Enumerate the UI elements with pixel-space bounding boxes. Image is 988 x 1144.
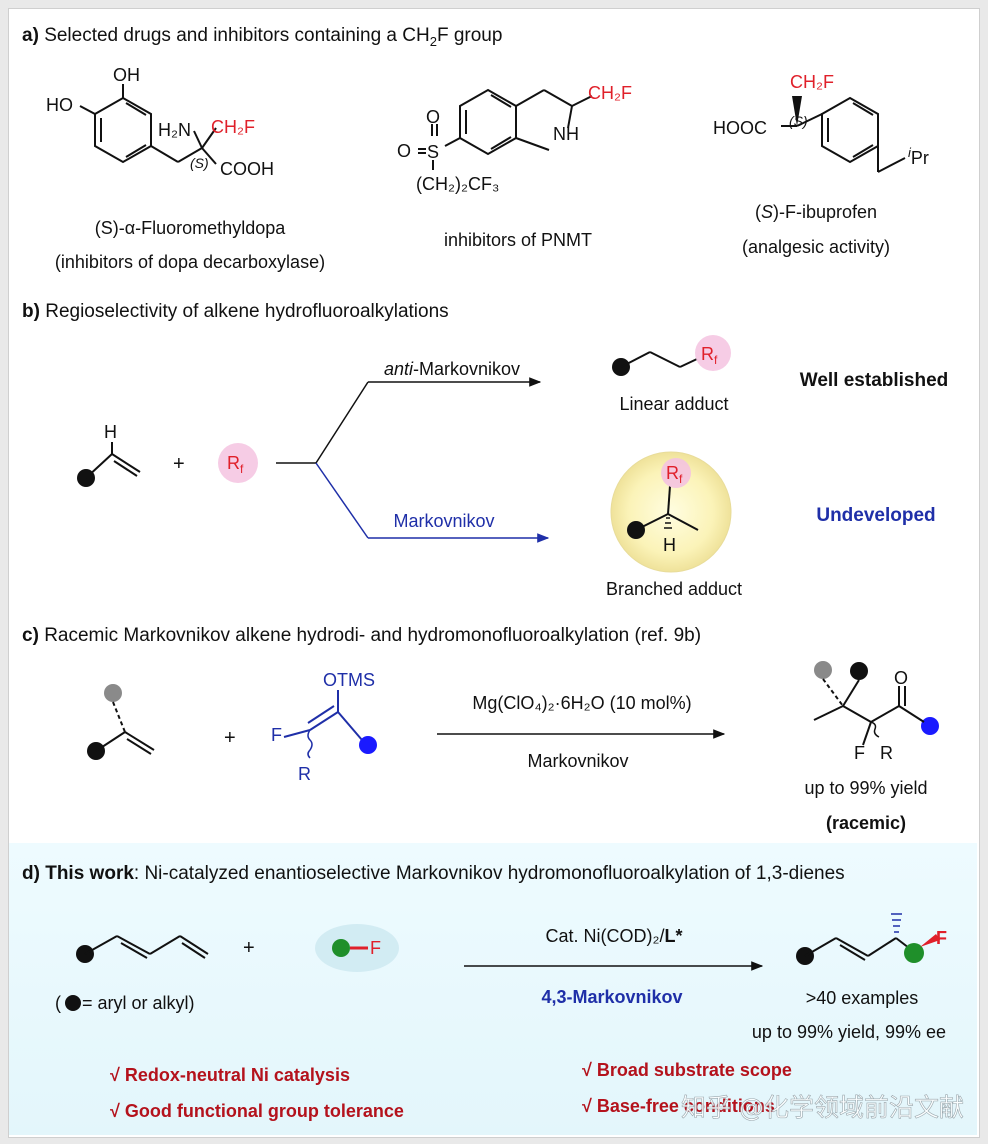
molecule-fluoromethyldopa xyxy=(79,84,217,165)
branched-h: H xyxy=(663,535,676,555)
well-established-label: Well established xyxy=(800,370,949,391)
hashed-bond xyxy=(664,517,672,529)
atom-cooh: COOH xyxy=(220,159,274,179)
atom-s: S xyxy=(427,142,439,162)
atom-h: H xyxy=(104,422,117,442)
c-f-wedge xyxy=(920,934,940,947)
diene-bonds xyxy=(84,935,209,959)
branched-rf-circle xyxy=(661,458,691,488)
mol3-sublabel: (analgesic activity) xyxy=(742,237,890,257)
panel-c: c) Racemic Markovnikov alkene hydrodi- a… xyxy=(22,625,939,833)
mol2-label: inhibitors of PNMT xyxy=(444,230,592,250)
linear-rf-circle xyxy=(695,335,731,371)
mol3-label: (S)-F-ibuprofen xyxy=(755,202,877,222)
atom-hooc: HOOC xyxy=(713,118,767,138)
check-substrate-scope: √ Broad substrate scope xyxy=(582,1060,792,1080)
legend-paren: ( xyxy=(55,993,61,1013)
plus-sign-d: + xyxy=(243,937,255,959)
panel-d-title: d) This work: Ni-catalyzed enantioselect… xyxy=(22,863,845,884)
panel-d-background xyxy=(9,843,977,1135)
check-functional-group: √ Good functional group tolerance xyxy=(110,1101,404,1121)
enol-bonds xyxy=(283,690,363,741)
wedge-bond xyxy=(792,96,802,126)
linear-chain xyxy=(620,351,698,368)
panel-a: a) Selected drugs and inhibitors contain… xyxy=(22,25,929,272)
anti-markovnikov-label: anti-Markovnikov xyxy=(384,359,520,379)
product-f-d: F xyxy=(936,928,947,948)
check-redox-neutral: √ Redox-neutral Ni catalysis xyxy=(110,1065,350,1085)
panel-c-title: c) Racemic Markovnikov alkene hydrodi- a… xyxy=(22,625,701,646)
stereo-label-s: (S) xyxy=(190,155,209,171)
panel-d: d) This work: Ni-catalyzed enantioselect… xyxy=(22,863,964,1122)
legend-ball xyxy=(65,995,81,1011)
branched-bonds xyxy=(635,485,699,531)
alkene-bonds xyxy=(85,442,141,479)
undeveloped-label: Undeveloped xyxy=(816,505,935,526)
green-ball xyxy=(332,939,350,957)
plus-sign-c: + xyxy=(224,727,236,749)
rf-circle xyxy=(218,443,258,483)
product-gray-ball xyxy=(814,661,832,679)
yield-ee-label: up to 99% yield, 99% ee xyxy=(752,1022,946,1042)
atom-nh: NH xyxy=(553,124,579,144)
branched-glow xyxy=(610,451,732,573)
product-d-bonds xyxy=(804,937,910,961)
atom-f-enol: F xyxy=(271,725,282,745)
stereo-label-s-3: (S) xyxy=(789,113,808,129)
product-r: R xyxy=(880,743,893,763)
catalyst-label: Cat. Ni(COD)₂/L* xyxy=(546,926,683,946)
yield-c: up to 99% yield xyxy=(804,778,927,798)
panel-b: b) Regioselectivity of alkene hydrofluor… xyxy=(22,301,948,599)
blue-ball xyxy=(359,736,377,754)
examples-label: >40 examples xyxy=(806,988,919,1008)
branched-adduct-label: Branched adduct xyxy=(606,579,742,599)
atom-o-left: O xyxy=(397,141,411,161)
atom-o-top: O xyxy=(426,107,440,127)
molecule-f-ibuprofen xyxy=(781,96,906,173)
branched-rf: Rf xyxy=(666,463,683,486)
atom-h2n: H₂N xyxy=(158,120,191,140)
product-blue-ball xyxy=(921,717,939,735)
markovnikov-label: Markovnikov xyxy=(393,511,494,531)
mol1-sublabel: (inhibitors of dopa decarboxylase) xyxy=(55,252,325,272)
plus-sign: + xyxy=(173,453,185,475)
atom-chain: (CH₂)₂CF₃ xyxy=(416,174,499,194)
wavy-bond xyxy=(307,729,313,759)
product-black-ball xyxy=(850,662,868,680)
product-green-ball xyxy=(904,943,924,963)
branch-lines xyxy=(276,377,550,543)
product-wavy xyxy=(870,721,880,738)
hashed-methyl xyxy=(891,913,902,933)
product-c-bonds xyxy=(813,678,925,746)
atom-otms: OTMS xyxy=(323,670,375,690)
atom-ch2f-red-2: CH₂F xyxy=(588,83,632,103)
racemic-label: (racemic) xyxy=(826,813,906,833)
rf-reagent: Rf xyxy=(227,453,244,476)
molecule-pnmt-inhibitor xyxy=(418,88,593,170)
mol1-label: (S)-α-Fluoromethyldopa xyxy=(95,218,286,238)
panel-a-title: a) Selected drugs and inhibitors contain… xyxy=(22,25,502,49)
legend-text: = aryl or alkyl) xyxy=(82,993,195,1013)
atom-ipr: iPr xyxy=(908,145,929,168)
atom-r-enol: R xyxy=(298,764,311,784)
atom-ho: HO xyxy=(46,95,73,115)
condition-c: Markovnikov xyxy=(527,751,628,771)
check-base-free: √ Base-free conditions xyxy=(582,1096,775,1116)
atom-ch2f-red: CH₂F xyxy=(211,117,255,137)
reagent-c: Mg(ClO₄)₂·6H₂O (10 mol%) xyxy=(472,693,691,713)
markov-43-label: 4,3-Markovnikov xyxy=(541,987,682,1007)
product-f: F xyxy=(854,743,865,763)
alkene-c-bonds xyxy=(95,701,155,755)
panel-b-title: b) Regioselectivity of alkene hydrofluor… xyxy=(22,301,449,322)
linear-rf: Rf xyxy=(701,344,718,367)
product-o: O xyxy=(894,668,908,688)
atom-oh: OH xyxy=(113,65,140,85)
atom-ch2f-red-3: CH₂F xyxy=(790,72,834,92)
gray-ball xyxy=(104,684,122,702)
linear-adduct-label: Linear adduct xyxy=(619,394,728,414)
watermark: 知乎 @化学领域前沿文献 xyxy=(681,1093,964,1122)
atom-f-reagent: F xyxy=(370,938,381,958)
